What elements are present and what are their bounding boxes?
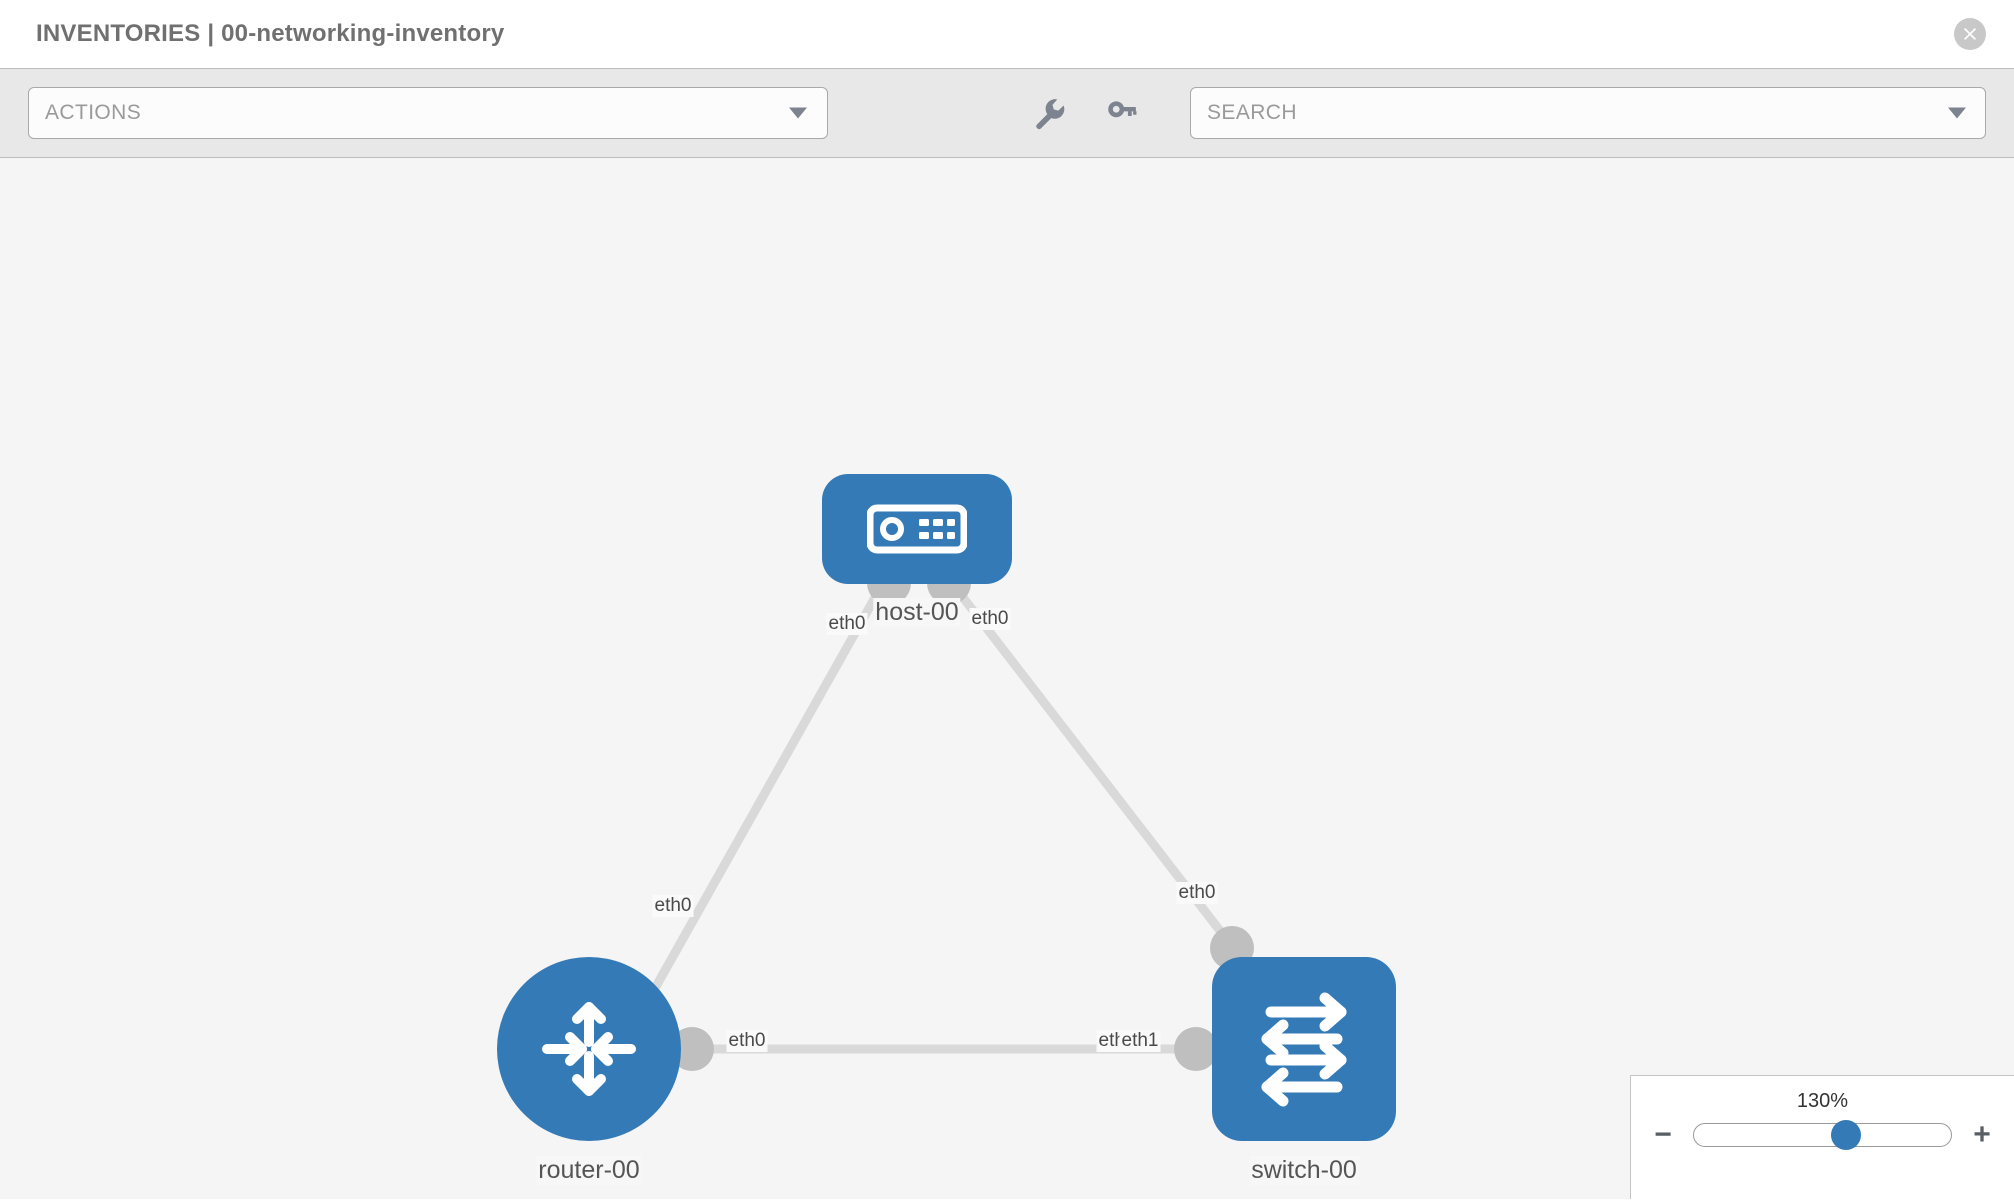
node-label-host-00: host-00 bbox=[873, 598, 961, 627]
node-host-00[interactable] bbox=[822, 474, 1012, 584]
chevron-down-icon bbox=[789, 107, 807, 119]
zoom-level-value: 130% bbox=[1796, 1090, 1849, 1112]
router-arrows-icon bbox=[542, 1002, 636, 1096]
zoom-out-button[interactable]: − bbox=[1654, 1118, 1672, 1151]
switch-arrows-icon bbox=[1261, 992, 1347, 1107]
iface-label: eth0 bbox=[726, 1030, 768, 1052]
iface-label: eth0 bbox=[1176, 882, 1218, 904]
server-icon bbox=[867, 504, 967, 554]
actions-dropdown-label: ACTIONS bbox=[45, 101, 142, 124]
close-icon[interactable] bbox=[1954, 18, 1986, 50]
iface-label: eth0 bbox=[969, 608, 1011, 630]
search-container bbox=[1190, 87, 1986, 139]
topology-canvas[interactable]: host-00 router-00 bbox=[0, 158, 2014, 1199]
page-header: INVENTORIES | 00-networking-inventory bbox=[0, 0, 2014, 68]
node-label-switch-00: switch-00 bbox=[1249, 1156, 1359, 1185]
zoom-slider-row: − + bbox=[1631, 1118, 2014, 1151]
zoom-slider-thumb[interactable] bbox=[1830, 1120, 1861, 1150]
node-router-00[interactable] bbox=[497, 957, 681, 1141]
zoom-in-button[interactable]: + bbox=[1973, 1118, 1991, 1151]
actions-dropdown[interactable]: ACTIONS bbox=[28, 87, 828, 139]
toolbar: ACTIONS bbox=[0, 68, 2014, 158]
zoom-control-panel: 130% − + bbox=[1630, 1075, 2014, 1199]
iface-label: eth0 bbox=[826, 613, 868, 635]
node-label-router-00: router-00 bbox=[536, 1156, 642, 1185]
iface-label: eth1 bbox=[1119, 1030, 1161, 1052]
toolbar-icon-group bbox=[1028, 92, 1142, 134]
endpoint-switch00-left[interactable] bbox=[1174, 1027, 1218, 1071]
key-icon[interactable] bbox=[1100, 92, 1142, 134]
wrench-icon[interactable] bbox=[1028, 92, 1070, 134]
search-chevron-down-icon[interactable] bbox=[1948, 107, 1966, 119]
page-title: INVENTORIES | 00-networking-inventory bbox=[36, 20, 505, 47]
zoom-slider[interactable] bbox=[1693, 1120, 1952, 1150]
topology-edges bbox=[641, 575, 1245, 1054]
search-input[interactable] bbox=[1190, 87, 1986, 139]
iface-label: eth0 bbox=[652, 895, 694, 917]
node-switch-00[interactable] bbox=[1212, 957, 1396, 1141]
edge-host00-router00 bbox=[641, 575, 890, 1009]
